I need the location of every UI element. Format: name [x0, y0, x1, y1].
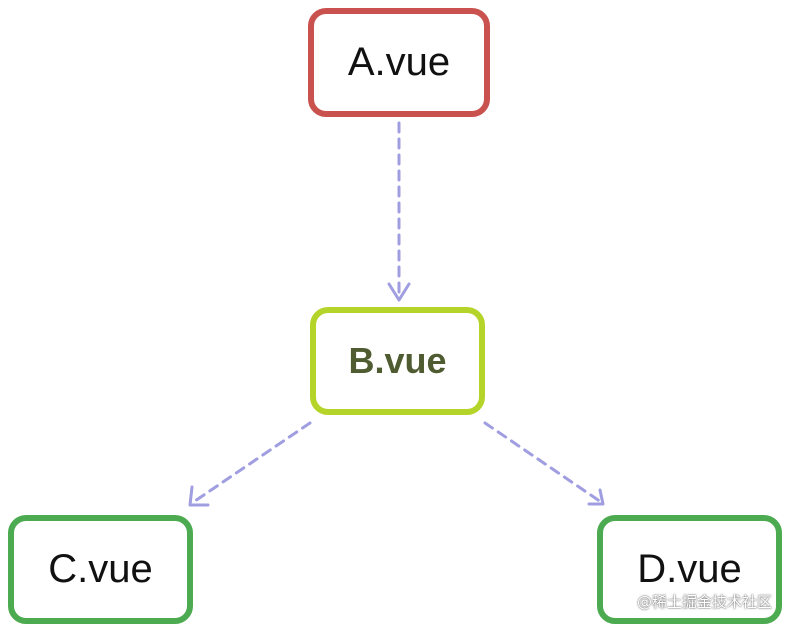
node-c-vue: C.vue: [8, 515, 193, 624]
node-c-label: C.vue: [48, 547, 153, 591]
watermark: @稀土掘金技术社区: [636, 593, 772, 611]
edge-a-to-b: [387, 121, 411, 302]
node-d-vue: D.vue: [597, 515, 782, 624]
node-d-label: D.vue: [637, 547, 742, 591]
node-a-vue: A.vue: [308, 8, 490, 117]
node-b-label: B.vue: [348, 340, 447, 381]
node-b-vue: B.vue: [310, 307, 485, 415]
node-a-label: A.vue: [347, 40, 451, 84]
edge-b-to-d: [483, 421, 605, 506]
edge-b-to-c: [188, 421, 312, 507]
